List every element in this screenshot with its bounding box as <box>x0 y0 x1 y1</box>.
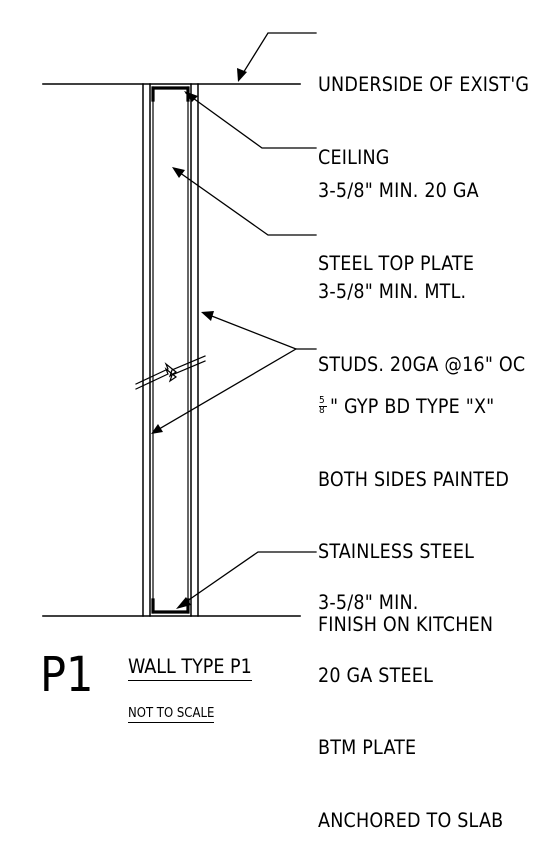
note-line: 3-5/8" MIN. <box>318 591 419 614</box>
arrowhead <box>176 597 191 609</box>
studs-note: 3-5/8" MIN. MTL. STUDS. 20GA @16" OC <box>318 232 525 401</box>
arrowhead <box>237 68 247 82</box>
arrowhead <box>201 311 214 321</box>
fraction-bar <box>319 406 327 407</box>
note-text: " GYP BD TYPE "X" <box>330 395 495 418</box>
note-line: UNDERSIDE OF EXIST'G <box>318 73 530 96</box>
fraction-denominator: 8 <box>319 405 325 416</box>
note-line: 20 GA STEEL <box>318 663 434 687</box>
detail-title: WALL TYPE P1 <box>128 656 252 681</box>
wall-section-drawing <box>42 32 317 617</box>
note-line: STEEL TOP PLATE <box>318 251 475 275</box>
top-plate-leader <box>185 92 317 149</box>
note-line: BOTH SIDES PAINTED <box>318 467 510 491</box>
break-line <box>135 360 206 390</box>
note-line: STUDS. 20GA @16" OC <box>318 352 526 376</box>
btm-plate-leader <box>179 551 317 607</box>
arrowhead <box>184 91 198 102</box>
arrowhead <box>172 167 185 178</box>
studs-leader <box>175 169 317 236</box>
break-line <box>135 355 206 385</box>
note-line: CEILING <box>318 145 390 169</box>
arrowhead <box>151 424 163 434</box>
note-line: 3-5/8" MIN. MTL. <box>318 280 467 303</box>
fraction-numerator: 5 <box>319 395 325 406</box>
ceiling-note: UNDERSIDE OF EXIST'G CEILING <box>318 25 529 194</box>
ceiling-leader <box>239 32 317 79</box>
detail-scale: NOT TO SCALE <box>128 706 215 723</box>
gyp-leader-upper <box>203 312 317 350</box>
note-line: STAINLESS STEEL <box>318 540 475 563</box>
detail-tag: P1 <box>40 647 94 703</box>
top-plate <box>151 86 190 102</box>
top-plate-note: 3-5/8" MIN. 20 GA STEEL TOP PLATE <box>318 131 479 300</box>
bottom-plate <box>151 598 190 614</box>
gyp-leader-lower <box>153 348 297 433</box>
note-line: ANCHORED TO SLAB <box>318 808 504 832</box>
bottom-plate-note: 3-5/8" MIN. 20 GA STEEL BTM PLATE ANCHOR… <box>318 543 503 857</box>
note-line: 3-5/8" MIN. 20 GA <box>318 179 479 202</box>
note-line: FINISH ON KITCHEN <box>318 612 494 636</box>
note-line: BTM PLATE <box>318 736 417 759</box>
